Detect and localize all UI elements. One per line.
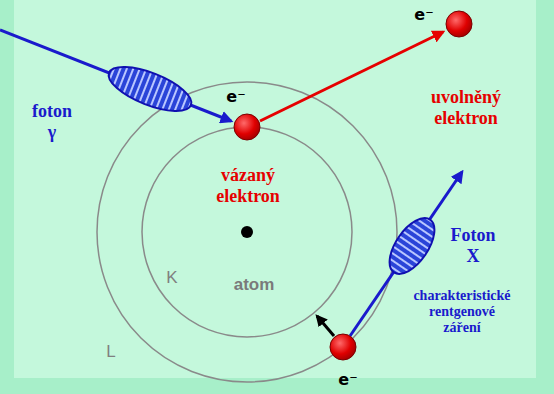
charge-label: e⁻ xyxy=(225,88,247,106)
shell-label: L xyxy=(105,342,117,362)
label-holder: e⁻ xyxy=(413,6,435,24)
photon-label: Foton X xyxy=(450,225,497,266)
label-holder: charakteristické rentgenové záření xyxy=(412,288,512,336)
label-holder: vázaný elektron xyxy=(215,165,281,206)
label-holder: Foton X xyxy=(450,225,497,266)
charge-label: e⁻ xyxy=(337,371,359,389)
label-holder: uvolněný elektron xyxy=(430,87,503,128)
xray-photon-symbol xyxy=(381,211,444,282)
shell-l xyxy=(97,82,397,382)
bound-electron-label: vázaný elektron xyxy=(215,165,281,206)
freed-electron xyxy=(446,11,472,37)
label-holder: atom xyxy=(233,275,276,295)
transition-arrow xyxy=(317,316,334,336)
label-holder: foton γ xyxy=(31,101,73,142)
shell-label: K xyxy=(165,268,179,288)
label-holder: e⁻ xyxy=(337,371,359,389)
photon-label: foton γ xyxy=(31,101,73,142)
label-holder: L xyxy=(105,342,117,362)
gamma-photon-symbol xyxy=(103,58,197,120)
label-holder: e⁻ xyxy=(225,88,247,106)
freed-electron-label: uvolněný elektron xyxy=(430,87,503,128)
label-holder: K xyxy=(165,268,179,288)
atom-label: atom xyxy=(233,275,276,295)
charge-label: e⁻ xyxy=(413,6,435,24)
shell-k xyxy=(142,127,352,337)
panel xyxy=(14,0,536,378)
bound-electron xyxy=(234,114,260,140)
outer-electron xyxy=(330,334,356,360)
nucleus xyxy=(241,226,253,238)
radiation-label: charakteristické rentgenové záření xyxy=(412,288,512,336)
electron-path-arrow xyxy=(260,32,443,121)
